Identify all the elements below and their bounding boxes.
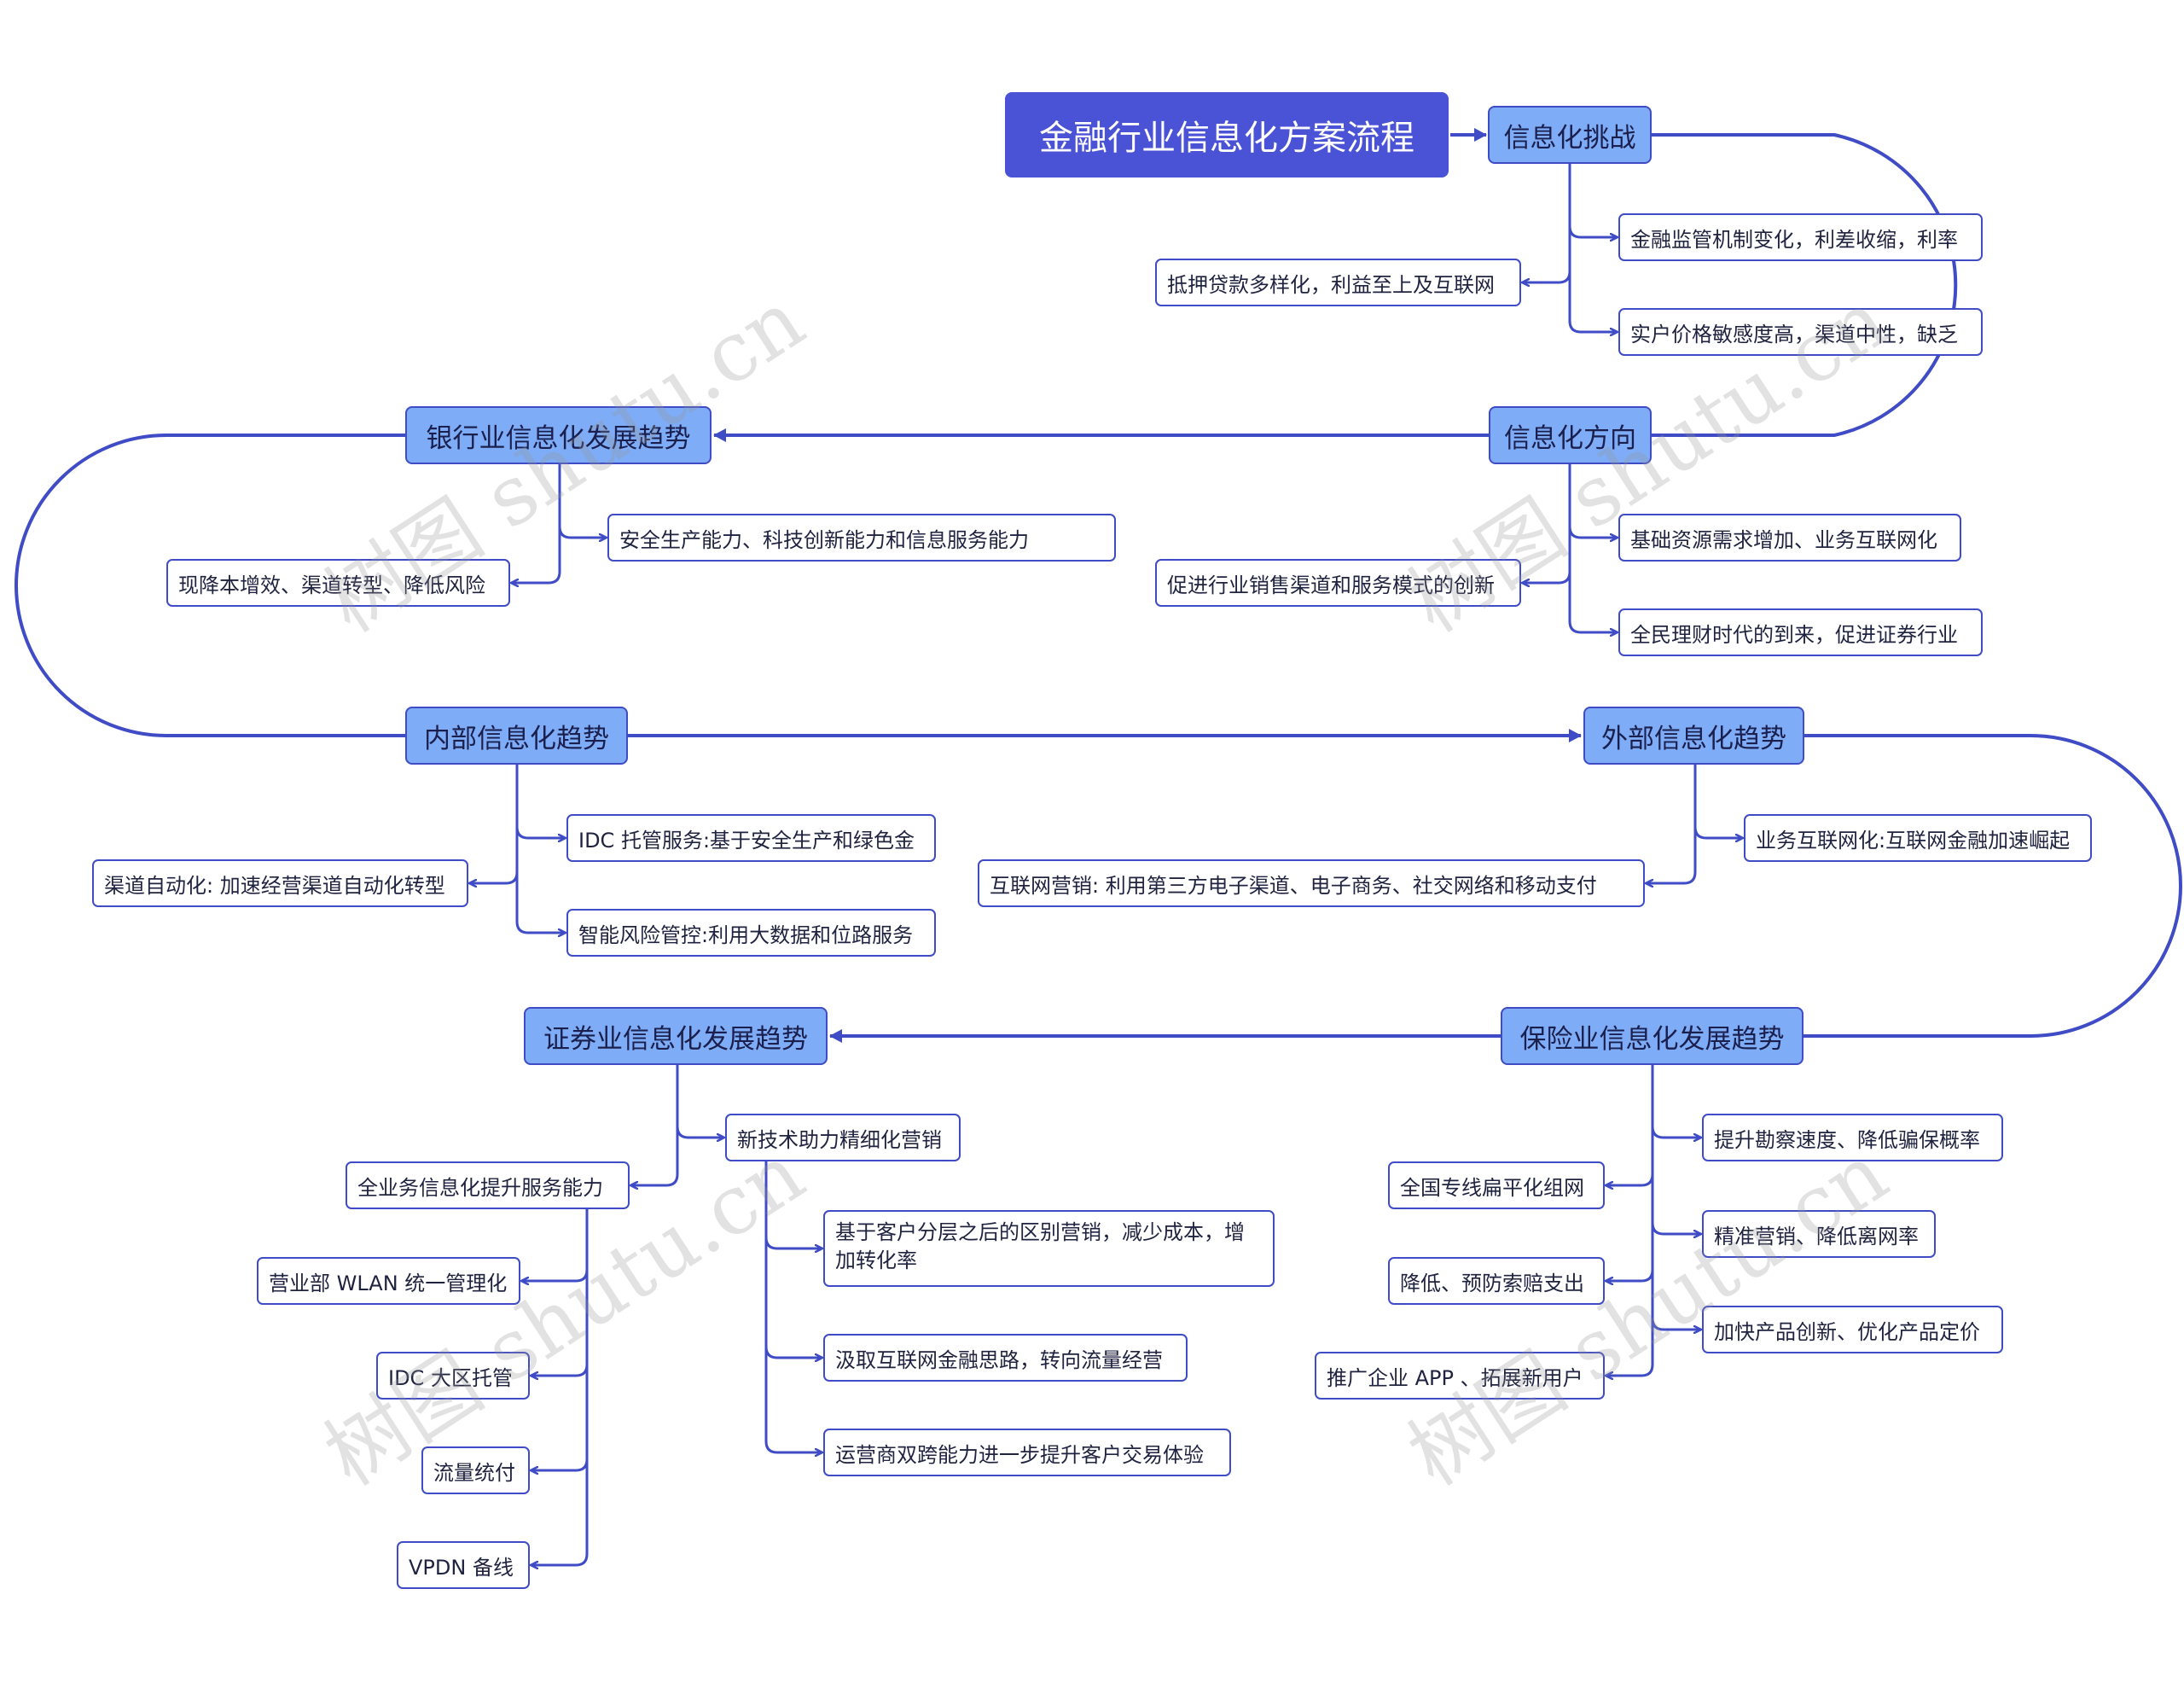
leaf-insurance-1[interactable]: 提升勘察速度、降低骗保概率 [1702, 1114, 2003, 1161]
leaf-all-biz-2[interactable]: IDC 大区托管 [376, 1352, 530, 1400]
leaf-bank-2[interactable]: 现降本增效、渠道转型、降低风险 [166, 559, 510, 607]
flow-challenge-to-direction [1652, 133, 1958, 437]
leaf-securities-all-biz[interactable]: 全业务信息化提升服务能力 [346, 1161, 630, 1209]
leaf-bank-1[interactable]: 安全生产能力、科技创新能力和信息服务能力 [607, 514, 1116, 562]
leaf-internal-1[interactable]: IDC 托管服务:基于安全生产和绿色金 [566, 814, 936, 862]
leaf-insurance-3[interactable]: 精准营销、降低离网率 [1702, 1210, 1936, 1258]
leaf-all-biz-3[interactable]: 流量统付 [421, 1446, 530, 1494]
leaf-external-1[interactable]: 业务互联网化:互联网金融加速崛起 [1744, 814, 2092, 862]
leaf-direction-3[interactable]: 全民理财时代的到来，促进证券行业 [1618, 608, 1983, 656]
leaf-challenge-3[interactable]: 实户价格敏感度高，渠道中性，缺乏 [1618, 308, 1983, 356]
flow-external-to-insurance [1804, 734, 2182, 1038]
topic-challenge[interactable]: 信息化挑战 [1488, 106, 1652, 164]
leaf-challenge-1[interactable]: 金融监管机制变化，利差收缩，利率 [1618, 213, 1983, 261]
leaf-all-biz-1[interactable]: 营业部 WLAN 统一管理化 [257, 1257, 520, 1305]
leaf-direction-1[interactable]: 基础资源需求增加、业务互联网化 [1618, 514, 1961, 562]
leaf-all-biz-4[interactable]: VPDN 备线 [397, 1541, 530, 1589]
topic-securities[interactable]: 证券业信息化发展趋势 [524, 1007, 828, 1065]
leaf-insurance-2[interactable]: 全国专线扁平化组网 [1388, 1161, 1605, 1209]
leaf-insurance-6[interactable]: 推广企业 APP 、拓展新用户 [1315, 1352, 1605, 1400]
leaf-external-2[interactable]: 互联网营销: 利用第三方电子渠道、电子商务、社交网络和移动支付 [978, 859, 1645, 907]
leaf-new-tech-1[interactable]: 基于客户分层之后的区别营销，减少成本，增加转化率 [823, 1210, 1275, 1287]
topic-external[interactable]: 外部信息化趋势 [1583, 707, 1804, 765]
topic-internal[interactable]: 内部信息化趋势 [405, 707, 628, 765]
flow-bank-to-internal [15, 434, 405, 737]
leaf-internal-2[interactable]: 渠道自动化: 加速经营渠道自动化转型 [92, 859, 468, 907]
topic-direction[interactable]: 信息化方向 [1489, 406, 1652, 464]
leaf-insurance-4[interactable]: 降低、预防索赔支出 [1388, 1257, 1605, 1305]
root-topic[interactable]: 金融行业信息化方案流程 [1005, 92, 1449, 178]
leaf-internal-3[interactable]: 智能风险管控:利用大数据和位路服务 [566, 909, 936, 957]
leaf-securities-new-tech[interactable]: 新技术助力精细化营销 [725, 1114, 961, 1161]
topic-insurance[interactable]: 保险业信息化发展趋势 [1501, 1007, 1804, 1065]
leaf-insurance-5[interactable]: 加快产品创新、优化产品定价 [1702, 1306, 2003, 1353]
leaf-new-tech-2[interactable]: 汲取互联网金融思路，转向流量经营 [823, 1334, 1188, 1382]
leaf-new-tech-3[interactable]: 运营商双跨能力进一步提升客户交易体验 [823, 1429, 1231, 1476]
leaf-direction-2[interactable]: 促进行业销售渠道和服务模式的创新 [1155, 559, 1521, 607]
leaf-challenge-2[interactable]: 抵押贷款多样化，利益至上及互联网 [1155, 259, 1521, 306]
topic-bank[interactable]: 银行业信息化发展趋势 [405, 406, 712, 464]
